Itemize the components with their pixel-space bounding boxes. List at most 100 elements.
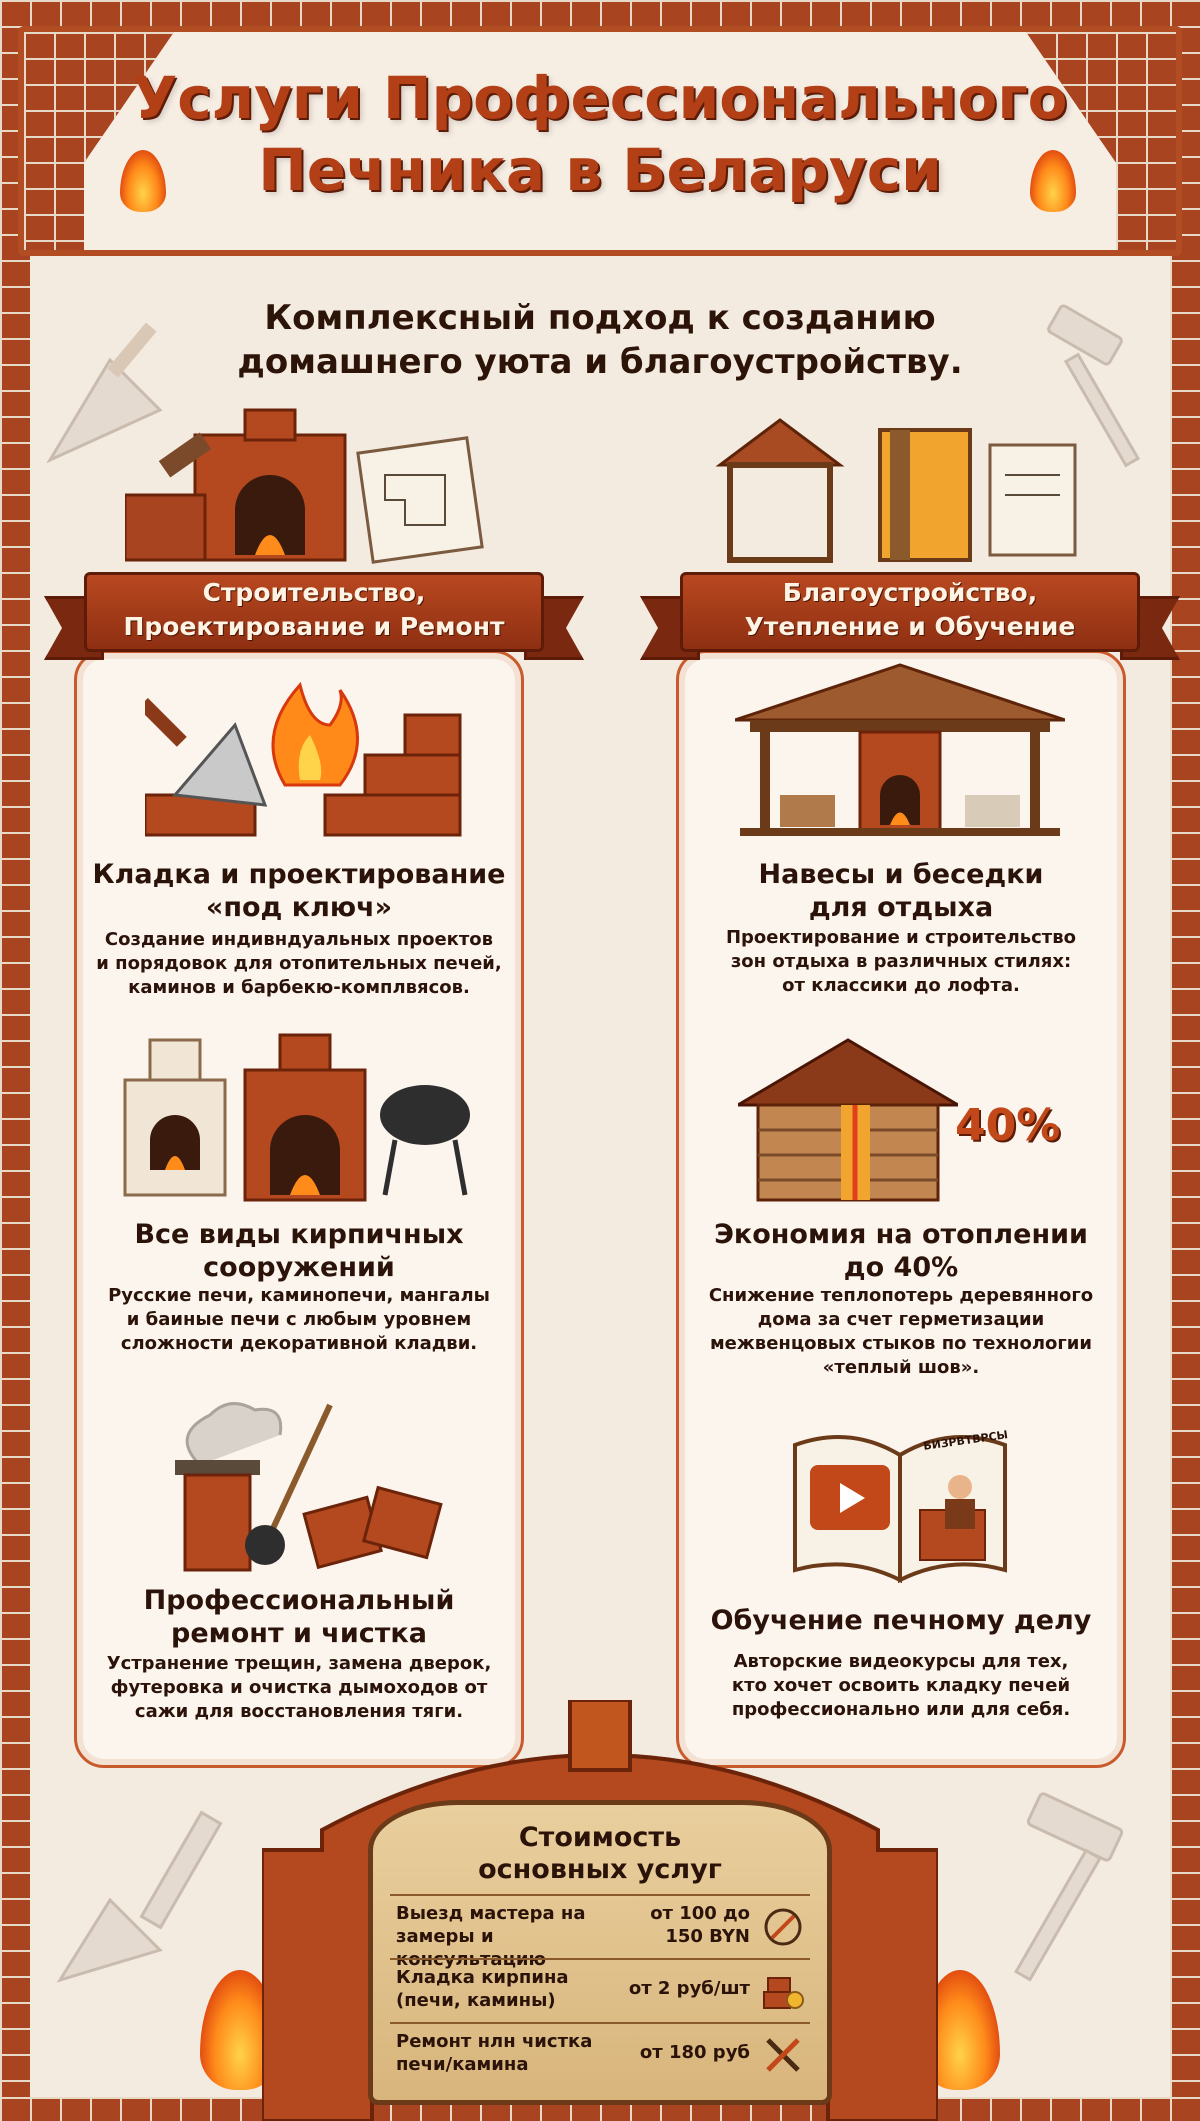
stoves-grill-icon: [123, 1033, 470, 1202]
service-title: Экономия на отоплении до 40%: [681, 1218, 1121, 1284]
ribbon-line-1: Строительство,: [202, 578, 426, 607]
flame-icon: [1030, 150, 1076, 212]
section-ribbon-right: Благоустройство, Утепление и Обучение: [640, 560, 1180, 660]
service-title-line: Профессиональный: [143, 1585, 455, 1616]
price-board: [368, 1800, 832, 2105]
tools-icon: [766, 2038, 800, 2072]
ribbon-band: [84, 572, 544, 652]
service-title: Обучение печному делу: [681, 1604, 1121, 1637]
price-value-line: от 180 руб: [639, 2042, 750, 2063]
price-value: от 2 руб/шт: [610, 1977, 750, 2000]
service-desc-line: Снижение теплопотерь деревянного: [708, 1285, 1094, 1306]
service-title-line: Кладка и проектирование: [92, 859, 506, 890]
service-desc-line: сложности декоративной кладви.: [120, 1333, 478, 1354]
service-description: Снижение теплопотерь деревянного дома за…: [681, 1284, 1121, 1380]
price-service-line: (печи, камины): [396, 1990, 556, 2011]
service-title-line: Обучение печному делу: [710, 1605, 1092, 1636]
service-title-line: Все виды кирпичных: [134, 1219, 464, 1250]
bricks-coin-icon: [763, 1977, 804, 2009]
hammer-icon: [1014, 1792, 1124, 1982]
price-service-line: печи/камина: [396, 2054, 529, 2075]
page-subtitle: Комплексный подход к созданию домашнего …: [200, 296, 1000, 384]
title-banner: [18, 26, 1182, 256]
service-desc-line: и баиные печи с любым уровнем: [126, 1309, 472, 1330]
service-desc-line: зон отдыха в различных стилях:: [730, 951, 1072, 972]
compass-ruler-icon: [764, 1908, 802, 1946]
price-service-line: Выезд мастера на: [396, 1903, 586, 1924]
ribbon-line-1: Благоустройство,: [782, 578, 1038, 607]
price-value-line: от 100 до: [650, 1903, 750, 1924]
oven-blueprint-icon: [125, 408, 484, 564]
ribbon-line-2: Утепление и Обучение: [744, 612, 1076, 641]
service-desc-line: футеровка и очистка дымоходов от: [110, 1677, 488, 1698]
service-title-line: ремонт и чистка: [171, 1618, 427, 1649]
service-title-line: Экономия на отоплении: [714, 1219, 1088, 1250]
savings-badge: 40%: [955, 1100, 1061, 1151]
service-desc-line: каминов и барбекю-комплвясов.: [128, 977, 470, 998]
log-house-icon: [738, 1038, 958, 1202]
price-service-line: Ремонт нлн чистка: [396, 2031, 593, 2052]
brick-frame-top: [0, 0, 1200, 28]
service-desc-line: Авторские видеокурсы для тех,: [733, 1651, 1069, 1672]
service-desc-line: межвенцовых стыков по технологии: [709, 1333, 1093, 1354]
service-desc-line: от классики до лофта.: [782, 975, 1020, 996]
price-value: от 180 руб: [610, 2041, 750, 2064]
gazebo-insulation-icon: [715, 418, 1077, 563]
price-title: Стоимость основных услуг: [368, 1822, 832, 1886]
section-ribbon-left: Строительство, Проектирование и Ремонт: [44, 560, 584, 660]
price-value-line: от 2 руб/шт: [628, 1978, 750, 1999]
service-desc-line: Русские печи, каминопечи, мангалы: [108, 1285, 490, 1306]
service-desc-line: дома за счет герметизации: [757, 1309, 1045, 1330]
price-value: от 100 до 150 BYN: [610, 1902, 750, 1948]
price-title-line: основных услуг: [478, 1854, 722, 1885]
ribbon-label: Благоустройство, Утепление и Обучение: [680, 576, 1140, 644]
brick-frame-right: [1170, 0, 1200, 2121]
price-value-line: 150 BYN: [665, 1926, 750, 1947]
service-desc-line: кто хочет освоить кладку печей: [731, 1675, 1071, 1696]
service-description: Создание индивндуальных проектов и поряд…: [79, 928, 519, 1000]
flame-icon: [120, 150, 166, 212]
price-row: Выезд мастера на замеры и консультацию о…: [390, 1894, 810, 1970]
price-row: Ремонт нлн чистка печи/камина от 180 руб: [390, 2022, 810, 2084]
price-row: Кладка кирпина (печи, камины) от 2 руб/ш…: [390, 1958, 810, 2020]
subtitle-line-2: домашнего уюта и благоустройству.: [237, 342, 963, 382]
subtitle-line-1: Комплексный подход к созданию: [264, 298, 936, 338]
trowel-bricks-fire-icon: [145, 681, 462, 837]
service-title-line: сооружений: [203, 1252, 395, 1283]
chimney-brush-icon: [175, 1402, 443, 1572]
service-desc-line: Создание индивндуальных проектов: [104, 929, 494, 950]
service-title: Все виды кирпичных сооружений: [79, 1218, 519, 1284]
service-desc-line: Устранение трещин, замена дверок,: [106, 1653, 492, 1674]
service-title-line: для отдыха: [808, 892, 994, 923]
trowel-icon: [46, 322, 163, 464]
service-description: Проектирование и строительство зон отдых…: [681, 926, 1121, 998]
service-title: Навесы и беседки для отдыха: [681, 858, 1121, 924]
service-desc-line: и порядовок для отопительных печей,: [96, 953, 502, 974]
price-service-line: Кладка кирпина: [396, 1967, 569, 1988]
title-line-1: Услуги Профессионального: [132, 64, 1068, 132]
brick-frame-left: [0, 0, 30, 2121]
price-service: Кладка кирпина (печи, камины): [396, 1966, 616, 2012]
service-title: Кладка и проектирование «под ключ»: [79, 858, 519, 924]
service-title-line: «под ключ»: [205, 892, 393, 923]
service-desc-line: «теплый шов».: [822, 1357, 980, 1378]
title-line-2: Печника в Беларуси: [258, 136, 942, 204]
price-service: Ремонт нлн чистка печи/камина: [396, 2030, 616, 2076]
ribbon-label: Строительство, Проектирование и Ремонт: [84, 576, 544, 644]
gazebo-bbq-icon: [735, 663, 1065, 836]
trowel-ruler-icon: [56, 1810, 223, 1983]
service-desc-line: профессионально или для себя.: [731, 1699, 1071, 1720]
hammer-icon: [1047, 304, 1141, 468]
ribbon-band: [680, 572, 1140, 652]
page-title: Услуги Профессионального Печника в Белар…: [120, 62, 1080, 206]
service-title-line: до 40%: [843, 1252, 959, 1283]
open-book-video-icon: [793, 1435, 1007, 1584]
service-desc-line: сажи для восстановления тяги.: [134, 1701, 464, 1722]
ribbon-line-2: Проектирование и Ремонт: [123, 612, 505, 641]
service-description: Русские печи, каминопечи, мангалы и баин…: [79, 1284, 519, 1356]
service-title: Профессиональный ремонт и чистка: [79, 1584, 519, 1650]
price-title-line: Стоимость: [518, 1822, 682, 1853]
service-desc-line: Проектирование и строительство: [725, 927, 1076, 948]
service-description: Устранение трещин, замена дверок, футеро…: [79, 1652, 519, 1724]
service-description: Авторские видеокурсы для тех, кто хочет …: [681, 1650, 1121, 1722]
